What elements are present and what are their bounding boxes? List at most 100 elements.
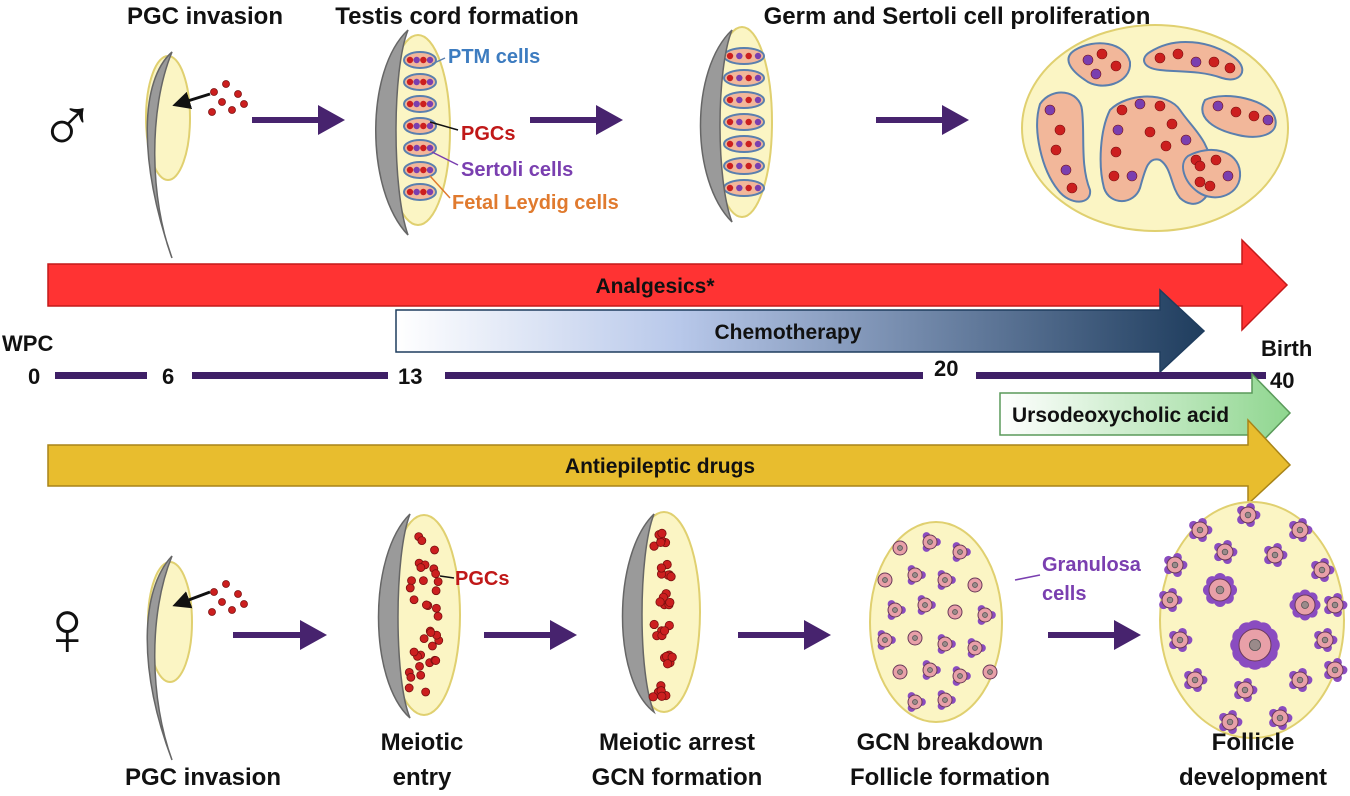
sertoli-cell — [736, 118, 743, 126]
oocyte-nucleus — [912, 699, 918, 705]
sertoli-cell — [1262, 114, 1274, 126]
germ-cell — [657, 691, 667, 701]
germ-cell — [1154, 52, 1166, 64]
germ-cell — [1224, 62, 1236, 74]
testis-cord — [723, 69, 765, 87]
germ-cell — [431, 656, 441, 665]
oocyte-nucleus — [1166, 596, 1174, 604]
drug-bar-analgesics: Analgesics* — [47, 238, 1289, 332]
germ-cell — [421, 600, 431, 610]
germ-cell — [406, 100, 414, 108]
sertoli-cell — [413, 78, 420, 86]
sertoli-cell — [1126, 170, 1138, 182]
female-gonad-meiotic-entry — [377, 513, 461, 719]
germ-cell — [649, 619, 659, 630]
oocyte-nucleus — [1331, 601, 1339, 609]
drug-bar-ursodeoxycholic-acid: Ursodeoxycholic acid — [999, 372, 1292, 454]
sertoli-cell — [1082, 54, 1094, 66]
germ-cell — [208, 108, 216, 116]
female-stage-pgc-invasion: PGC invasion — [125, 764, 281, 791]
testis-cord — [723, 135, 765, 153]
sertoli-cell — [1060, 164, 1072, 176]
germ-cell — [420, 56, 427, 64]
germ-cell — [726, 184, 734, 192]
germ-cell — [1096, 48, 1108, 60]
female-stage-meiotic-arrest-1: Meiotic arrest — [599, 729, 755, 756]
germ-cell — [726, 52, 734, 60]
germ-cell — [745, 184, 752, 192]
label-sertoli-cells: Sertoli cells — [461, 159, 573, 181]
germ-cell — [228, 606, 236, 614]
sertoli-cell — [754, 74, 762, 82]
germ-cell — [426, 628, 436, 637]
germ-cell — [409, 647, 419, 657]
oocyte-nucleus — [1215, 585, 1225, 595]
germ-cell — [416, 563, 426, 572]
oocyte-nucleus — [1276, 714, 1284, 722]
germ-cell — [655, 597, 665, 607]
oocyte-nucleus — [1318, 566, 1326, 574]
drug-label-analgesics: Analgesics* — [595, 275, 715, 298]
female-arrow-3 — [738, 620, 831, 650]
female-ovary-primordial — [869, 521, 1003, 723]
label-ptm-cells: PTM cells — [448, 46, 540, 68]
germ-cell — [1210, 154, 1222, 166]
drug-bar-chemotherapy: Chemotherapy — [395, 288, 1206, 374]
tick-40: 40 — [1270, 368, 1294, 393]
female-symbol: ♀ — [38, 584, 97, 672]
germ-cell — [1154, 100, 1166, 112]
seminiferous-tubule — [1036, 91, 1092, 203]
germ-cell — [406, 56, 414, 64]
germ-cell — [662, 659, 673, 669]
oocyte-nucleus — [1244, 511, 1252, 519]
germ-cell — [240, 100, 248, 108]
germ-cell — [431, 586, 441, 596]
germ-cell — [726, 162, 734, 170]
germ-cell — [407, 576, 416, 585]
germ-cell — [428, 641, 437, 651]
oocyte-nucleus — [882, 637, 888, 643]
germ-cell — [409, 595, 419, 605]
germ-cell — [234, 90, 242, 98]
sertoli-cell — [1090, 68, 1102, 80]
male-stage-proliferation: Germ and Sertoli cell proliferation — [764, 3, 1151, 30]
label-fetal-leydig-cells: Fetal Leydig cells — [452, 192, 619, 214]
tick-13: 13 — [398, 364, 422, 389]
female-arrow-4 — [1048, 620, 1141, 650]
germ-cell — [745, 52, 752, 60]
female-stage-meiotic-entry-2: entry — [393, 764, 452, 791]
sertoli-cell — [426, 122, 434, 130]
oocyte-nucleus — [927, 539, 933, 545]
female-pgc-pointer — [439, 575, 455, 579]
germ-cell — [1054, 124, 1066, 136]
male-symbol: ♂ — [38, 81, 97, 169]
sertoli-cell — [1212, 100, 1224, 112]
label-female-pgcs: PGCs — [455, 568, 509, 590]
sertoli-cell — [754, 118, 762, 126]
germ-cell — [420, 100, 427, 108]
germ-cell — [1172, 48, 1184, 60]
germ-cell — [656, 537, 666, 548]
germ-cell — [420, 188, 427, 196]
testis-cord — [403, 117, 437, 135]
timeline-birth-label: Birth — [1261, 336, 1312, 361]
germ-cell — [1230, 106, 1242, 118]
germ-cell — [222, 580, 230, 588]
germ-cell — [1050, 144, 1062, 156]
oocyte-nucleus — [942, 577, 948, 583]
sertoli-cell — [754, 96, 762, 104]
ptm-pointer — [431, 57, 446, 65]
male-gonad-pgc-invasion — [145, 51, 248, 259]
sertoli-cell — [1044, 104, 1056, 116]
sertoli-cell — [754, 52, 762, 60]
germ-cell — [1144, 126, 1156, 138]
sertoli-cell — [426, 188, 434, 196]
germ-cell — [421, 687, 431, 697]
oocyte-nucleus — [1196, 526, 1204, 534]
germ-cell — [726, 118, 734, 126]
drug-label-chemotherapy: Chemotherapy — [714, 321, 861, 344]
germ-cell — [406, 166, 414, 174]
germ-cell — [1110, 60, 1122, 72]
germ-cell — [1194, 176, 1206, 188]
